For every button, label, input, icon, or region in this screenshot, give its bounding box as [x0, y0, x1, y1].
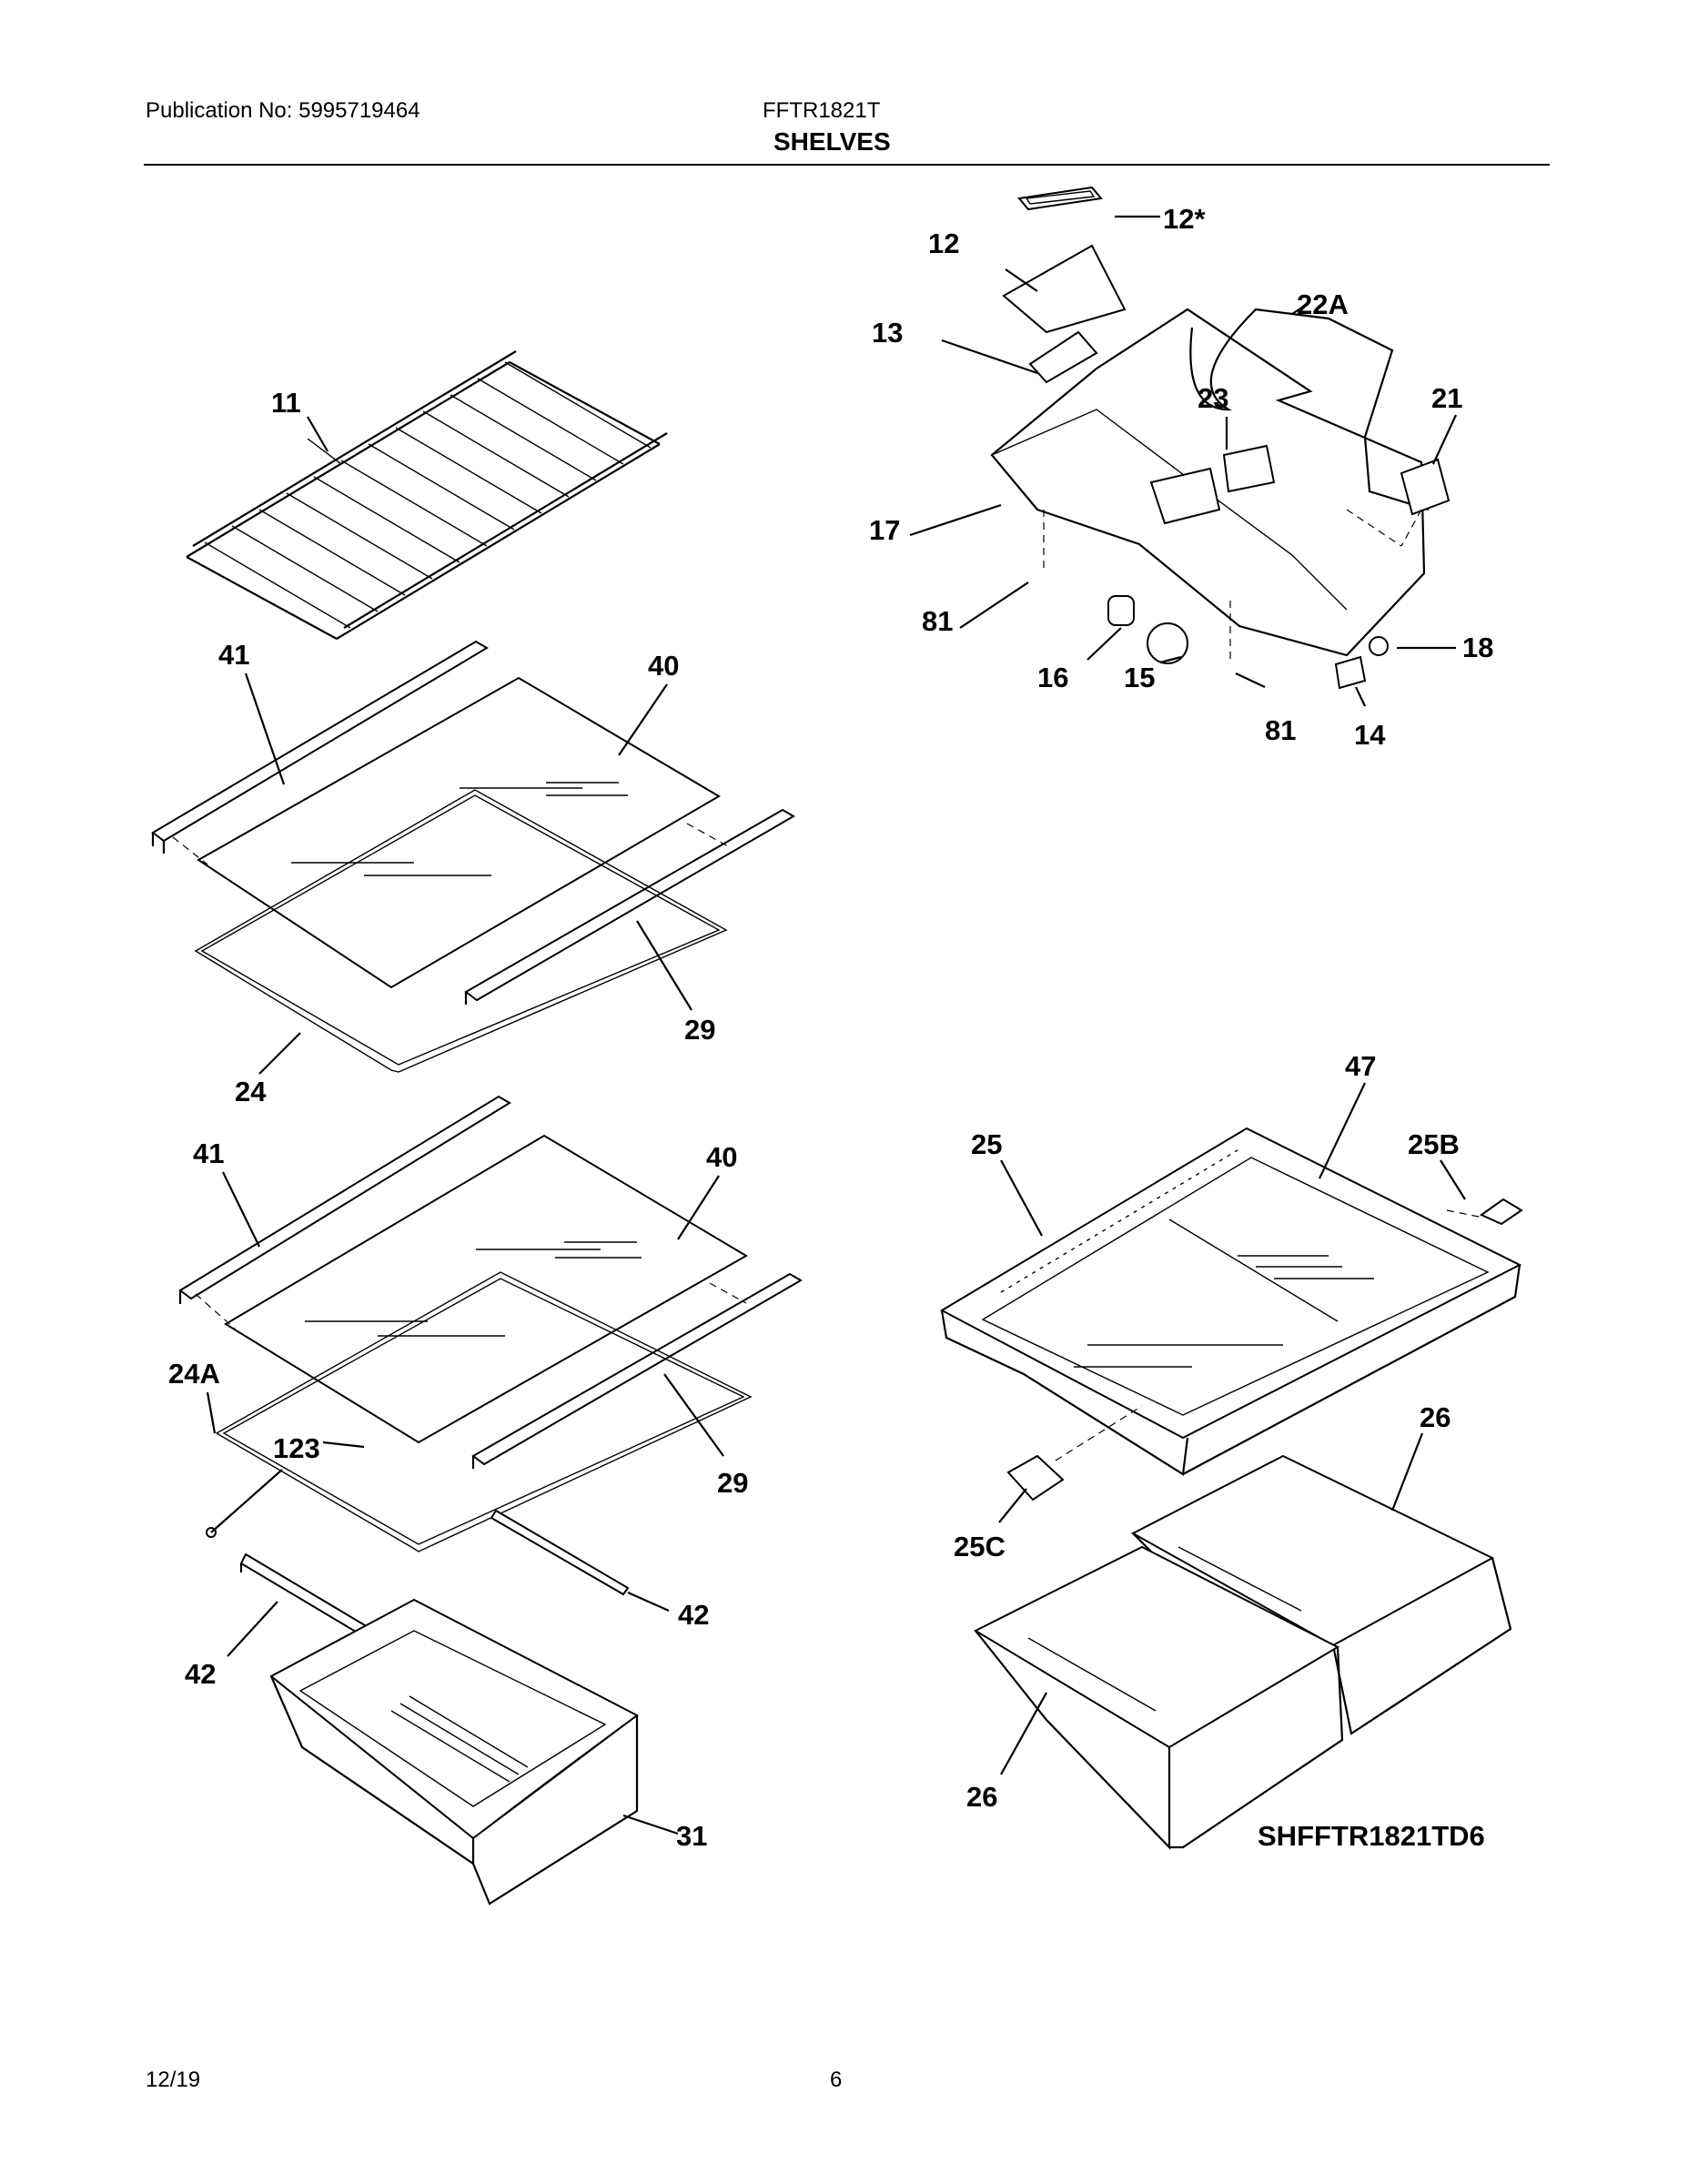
callout-41-lower: 41 — [193, 1138, 224, 1169]
light-housing-drawing — [990, 186, 1450, 690]
callout-21: 21 — [1431, 382, 1462, 414]
crisper-pans-drawing — [973, 1454, 1512, 1850]
glass-shelf-upper-drawing — [151, 640, 795, 1073]
model-number: FFTR1821T — [763, 98, 881, 123]
callout-41-upper: 41 — [218, 639, 249, 671]
header-rule — [144, 164, 1550, 166]
callout-23: 23 — [1198, 382, 1228, 414]
callout-25C: 25C — [954, 1531, 1006, 1562]
callout-81-right: 81 — [1265, 714, 1296, 746]
diagram-code: SHFFTR1821TD6 — [1258, 1820, 1485, 1852]
callout-13: 13 — [872, 317, 903, 349]
callout-25B: 25B — [1408, 1128, 1460, 1160]
callout-24: 24 — [235, 1076, 267, 1107]
crisper-cover-drawing — [939, 1127, 1523, 1502]
callout-16: 16 — [1037, 662, 1068, 693]
callout-40-upper: 40 — [648, 650, 679, 682]
footer-date: 12/19 — [146, 2068, 201, 2092]
callout-14: 14 — [1354, 719, 1386, 751]
publication-number: Publication No: 5995719464 — [146, 98, 420, 123]
section-title: SHELVES — [773, 127, 891, 156]
callout-40-lower: 40 — [706, 1141, 737, 1173]
callout-26-upper: 26 — [1420, 1401, 1450, 1433]
callout-24A: 24A — [168, 1358, 220, 1390]
callout-42-right: 42 — [678, 1599, 709, 1631]
wire-shelf-drawing — [186, 350, 668, 640]
callout-12: 12 — [928, 228, 959, 259]
callout-18: 18 — [1462, 632, 1493, 663]
crisper-drawer-drawing — [269, 1598, 639, 1906]
glass-shelf-lower-drawing — [178, 1095, 803, 1693]
callout-26-lower: 26 — [966, 1781, 997, 1813]
callout-17: 17 — [869, 514, 900, 546]
callout-31: 31 — [676, 1820, 707, 1852]
callout-42-left: 42 — [185, 1658, 216, 1690]
callout-11: 11 — [271, 387, 301, 419]
callout-47: 47 — [1345, 1050, 1376, 1082]
callout-123: 123 — [273, 1432, 320, 1464]
callout-81-left: 81 — [922, 605, 953, 637]
callout-22A: 22A — [1297, 288, 1349, 320]
footer-page-number: 6 — [830, 2068, 843, 2092]
callout-25: 25 — [971, 1128, 1002, 1160]
callout-15: 15 — [1124, 662, 1155, 693]
callout-12-star: 12* — [1163, 203, 1206, 235]
leader-lines — [206, 215, 1466, 1835]
callout-29-upper: 29 — [684, 1014, 715, 1046]
callout-29-lower: 29 — [717, 1467, 748, 1499]
